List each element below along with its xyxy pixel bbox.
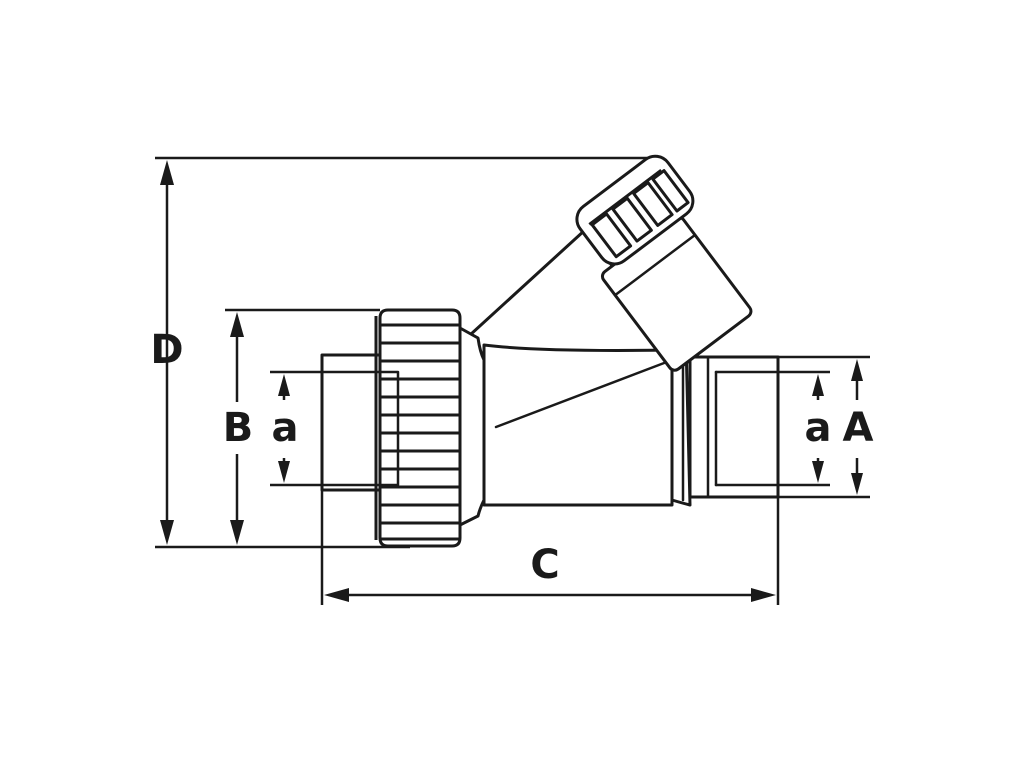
strainer-body: [320, 154, 780, 548]
dimension-a-left: a: [272, 374, 299, 483]
union-nut-ribs: [380, 323, 460, 541]
label-d: D: [150, 327, 183, 373]
dimension-a-right: a: [805, 374, 832, 483]
extension-lines: [155, 156, 870, 605]
label-a-right: a: [805, 405, 832, 451]
dimension-c: C: [324, 542, 776, 602]
label-a-left: a: [272, 405, 299, 451]
dimension-a-upper: A: [843, 359, 874, 495]
dimension-d: D: [150, 160, 184, 545]
label-c: C: [530, 542, 559, 588]
dimension-b: B: [218, 312, 256, 545]
label-a-upper: A: [843, 405, 874, 451]
strainer-cap: [575, 154, 753, 372]
label-b: B: [223, 405, 254, 451]
